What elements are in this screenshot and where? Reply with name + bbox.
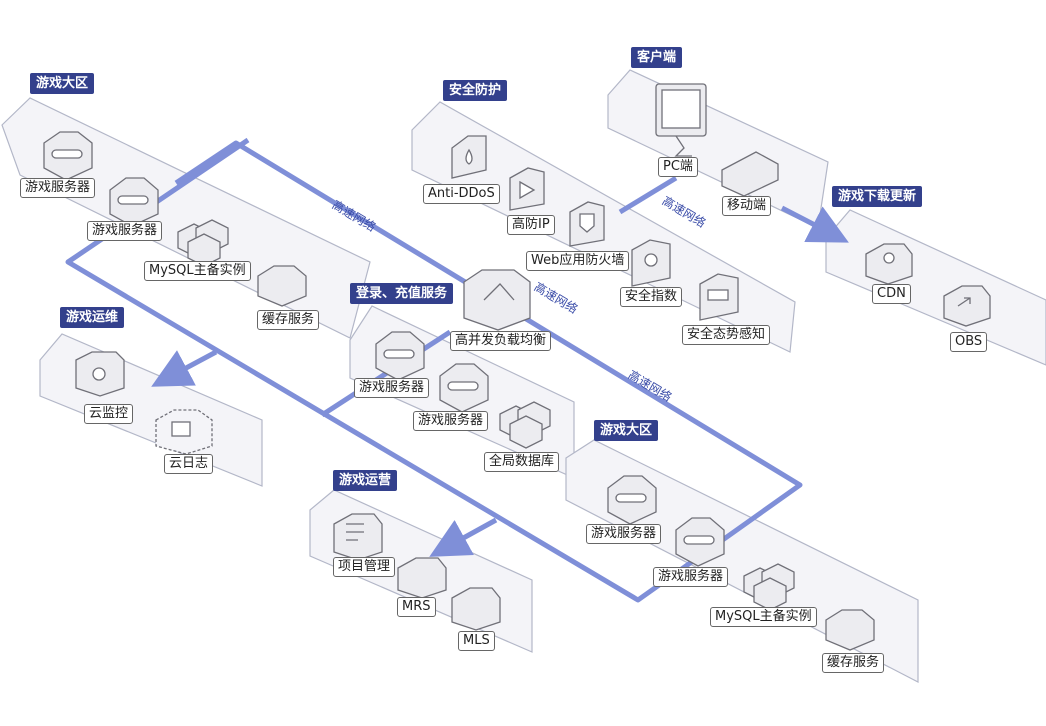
node-label-mrs: MRS [397,597,436,617]
zone-game-region-2 [565,439,919,683]
node-label-game-server: 游戏服务器 [586,524,662,544]
node-label-cache-service: 缓存服务 [822,653,885,673]
node-label-project-management: 项目管理 [333,557,396,577]
load-balancer-icon [463,269,531,331]
node-label-mysql-instance: MySQL主备实例 [710,607,817,627]
mobile-device-icon [721,151,779,197]
game-server-icon [375,331,425,381]
zone-title-security: 安全防护 [443,80,508,101]
node-label-load-balancer: 高并发负载均衡 [450,331,552,351]
game-server-icon [439,363,489,413]
cache-service-icon [825,609,875,651]
zone-download-update [825,209,1046,366]
global-db-icon [499,401,551,449]
zone-title-download-update: 游戏下载更新 [832,186,923,207]
game-server-icon [607,475,657,525]
cloud-log-icon [155,409,213,455]
node-label-obs: OBS [950,332,988,352]
node-label-game-server: 游戏服务器 [87,221,163,241]
node-label-security-awareness: 安全态势感知 [682,325,771,345]
node-label-security-index: 安全指数 [620,287,683,307]
node-label-cdn: CDN [872,284,911,304]
game-server-icon [675,517,725,567]
project-management-icon [333,513,383,561]
mls-icon [451,587,501,631]
zone-title-game-operation: 游戏运营 [333,470,398,491]
anti-ddos-icon [451,135,487,179]
node-label-game-server: 游戏服务器 [354,378,430,398]
mysql-instance-icon [177,219,229,267]
node-label-high-ip: 高防IP [507,215,555,235]
arrow-to-operation [429,517,498,557]
node-label-game-server: 游戏服务器 [653,567,729,587]
node-label-game-server: 游戏服务器 [413,411,489,431]
node-label-cloud-log: 云日志 [164,454,214,474]
node-label-pc: PC端 [658,157,698,177]
zone-title-client: 客户端 [631,47,683,68]
high-ip-icon [509,167,545,211]
cdn-icon [865,243,913,285]
mysql-instance-icon [743,563,795,611]
security-awareness-icon [699,273,739,321]
waf-icon [569,201,605,247]
game-server-icon [43,131,93,181]
pc-monitor-icon [655,83,707,157]
zone-title-login-recharge: 登录、充值服务 [350,283,454,304]
security-index-icon [631,239,671,287]
zone-title-game-region-1: 游戏大区 [30,73,95,94]
network-link-client [618,175,678,215]
obs-icon [943,285,991,327]
node-label-waf: Web应用防火墙 [526,251,630,271]
game-server-icon [109,177,159,227]
zone-title-game-ops: 游戏运维 [60,307,125,328]
arrow-to-ops [151,349,218,387]
node-label-mls: MLS [458,631,495,651]
node-label-global-db: 全局数据库 [484,452,560,472]
zone-title-game-region-2: 游戏大区 [594,420,659,441]
node-label-anti-ddos: Anti-DDoS [423,184,500,204]
cache-service-icon [257,265,307,307]
mrs-icon [397,557,447,599]
node-label-cloud-monitor: 云监控 [84,404,134,424]
node-label-mysql-instance: MySQL主备实例 [144,261,251,281]
node-label-cache-service: 缓存服务 [257,310,320,330]
arrow-to-download [780,205,849,243]
cloud-monitor-icon [75,351,125,397]
node-label-game-server: 游戏服务器 [20,178,96,198]
zone-client [607,69,829,229]
node-label-mobile: 移动端 [722,196,772,216]
